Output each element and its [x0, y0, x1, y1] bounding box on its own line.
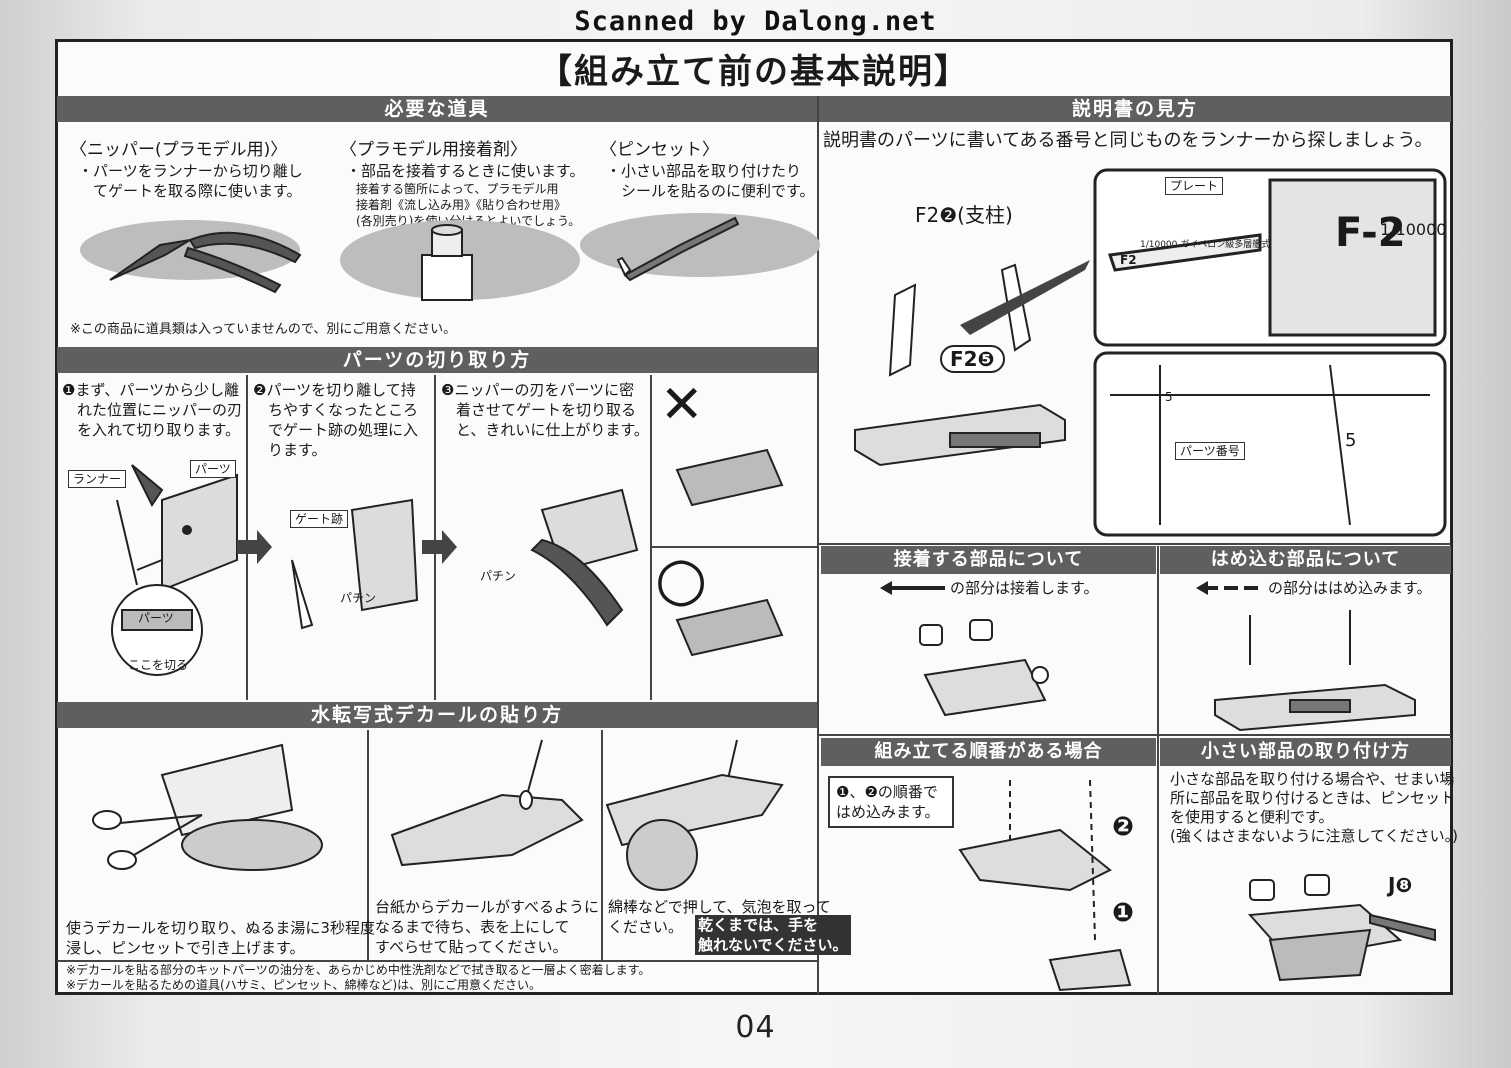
- decal-step3a: 綿棒などで押して、気泡を取って ください。: [608, 898, 831, 936]
- right-divider-2: [1157, 546, 1159, 994]
- cutting-illustrations: [111, 448, 784, 676]
- tweezers-title: 〈ピンセット〉: [600, 140, 719, 160]
- decal-note-1: ※デカールを貼る部分のキットパーツの油分を、あらかじめ中性洗剤などで拭き取ると一…: [66, 963, 651, 977]
- small-parts-illustration: [1247, 874, 1436, 982]
- label-gate: ゲート跡: [290, 510, 349, 528]
- good-example: [675, 598, 784, 657]
- manual-illustration: [854, 168, 1447, 537]
- snap-parts-desc: の部分ははめ込みます。: [1268, 579, 1432, 597]
- order-header: 組み立てる順番がある場合: [821, 738, 1156, 766]
- label-f2-pillar: F2❷(支柱): [915, 203, 1013, 227]
- right-divider-1: [819, 543, 1451, 545]
- page-number: 04: [735, 1010, 776, 1045]
- plate-scale: 1/10000: [1380, 220, 1447, 239]
- page-title: 【組み立て前の基本説明】: [538, 52, 970, 92]
- order-number-2: ❷: [1112, 812, 1135, 842]
- bad-example: [675, 448, 784, 507]
- nipper-icon: [109, 231, 302, 294]
- decal-step2: [390, 793, 584, 867]
- tools-note: ※この商品に道具類は入っていませんので、別にご用意ください。: [70, 322, 457, 337]
- label-parts: パーツ: [190, 460, 236, 478]
- cut-step3: ❸ニッパーの刃をパーツに密 着させてゲートを切り取る と、きれいに仕上がります。: [441, 381, 649, 439]
- label-parts-inset: パーツ: [138, 611, 174, 625]
- decal-illustrations: [92, 739, 784, 891]
- nipper-desc: ・パーツをランナーから切り離し てゲートを取る際に使います。: [78, 162, 303, 200]
- scissors-icon: [92, 810, 203, 870]
- snap-parts-header: はめ込む部品について: [1160, 546, 1451, 574]
- manual-desc: 説明書のパーツに書いてある番号と同じものをランナーから探しましょう。: [823, 130, 1433, 151]
- stand-drawing: [854, 263, 1066, 467]
- snap-drawing: [1214, 610, 1416, 732]
- cut-step1: ❶まず、パーツから少し離 れた位置にニッパーの刃 を入れて切り取ります。: [62, 381, 243, 439]
- decal-step1: 使うデカールを切り取り、ぬるま湯に3秒程度 浸し、ピンセットで引き上げます。: [66, 919, 375, 957]
- order-illustration: [958, 779, 1132, 992]
- glue-bottle-icon: [421, 224, 473, 301]
- step-arrow-icon: [237, 530, 457, 564]
- order-drawing: [958, 779, 1132, 992]
- label-j8: J❽: [1388, 873, 1413, 897]
- nipper-title: 〈ニッパー(プラモデル用)〉: [70, 140, 288, 160]
- tweezers-icon: [616, 216, 740, 282]
- zoom-frame-plate: [1093, 168, 1447, 347]
- plate-big-code: F-2: [1335, 210, 1406, 256]
- good-mark-icon: ○: [655, 544, 708, 614]
- pointer-arrow-icon: [960, 260, 1090, 335]
- decal-divider-2: [601, 730, 603, 960]
- order-desc: ❶、❷の順番で はめ込みます。: [828, 776, 954, 828]
- glue-drawing: [919, 619, 1049, 717]
- cut-divider-1: [246, 375, 248, 700]
- cut-divider-2: [434, 375, 436, 700]
- label-part-number: パーツ番号: [1175, 442, 1245, 460]
- tweezers-icon: [1369, 913, 1436, 942]
- decal-step3b: 乾くまでは、手を 触れないでください。: [695, 915, 851, 955]
- small-parts-desc: 小さな部品を取り付ける場合や、せまい場 所に部品を取り付けるときは、ピンセット …: [1170, 770, 1459, 845]
- decal-note-2: ※デカールを貼るための道具(ハサミ、ピンセット、綿棒など)は、別にご用意ください…: [66, 978, 541, 992]
- label-plate: プレート: [1165, 177, 1224, 195]
- order-number-1: ❶: [1112, 898, 1135, 928]
- column-divider: [817, 96, 819, 994]
- sfx-snap-1: パチン: [340, 591, 377, 605]
- glue-desc: ・部品を接着するときに使います。: [346, 162, 585, 180]
- label-runner: ランナー: [68, 470, 127, 488]
- decal-header: 水転写式デカールの貼り方: [57, 702, 817, 728]
- cut-divider-3: [650, 375, 652, 700]
- cut-divider-4: [652, 546, 817, 548]
- plate-text: 1/10000 ガイペロン級多層艦式: [1140, 240, 1271, 250]
- glue-parts-desc: の部分は接着します。: [950, 579, 1099, 597]
- glue-parts-header: 接着する部品について: [821, 546, 1156, 574]
- step2-drawing: [291, 498, 419, 630]
- snap-arrow-icon: [1196, 581, 1258, 595]
- runner-number-2: 5: [1345, 430, 1357, 451]
- decal-divider-1: [367, 730, 369, 960]
- decal-divider-bottom: [57, 960, 817, 962]
- glue-snap-illustrations: [919, 610, 1416, 732]
- tools-illustrations: [80, 213, 820, 301]
- manual-header: 説明書の見方: [819, 96, 1451, 122]
- decal-step2: 台紙からデカールがすべるように なるまで待ち、表を上にして すべらせて貼ってくだ…: [375, 898, 599, 956]
- glue-arrow-icon: [880, 581, 945, 595]
- cutting-header: パーツの切り取り方: [57, 347, 817, 373]
- glue-title: 〈プラモデル用接着剤〉: [340, 140, 527, 160]
- runner-number-1: 5: [1165, 390, 1173, 404]
- tools-header: 必要な道具: [57, 96, 817, 122]
- decal-sheet: [160, 743, 323, 871]
- zoom-frame-runner: [1093, 351, 1447, 537]
- label-cut-here: ここを切る: [128, 658, 189, 672]
- decal-step3: [605, 773, 784, 891]
- label-f2-5: F2❺: [940, 345, 1005, 373]
- sfx-snap-2: パチン: [480, 569, 517, 583]
- right-divider-3: [819, 734, 1451, 736]
- step1-drawing: [111, 464, 238, 676]
- plate-code: F2: [1120, 253, 1137, 267]
- cut-step2: ❷パーツを切り離して持 ちやすくなったところ でゲート跡の処理に入 ります。: [253, 381, 419, 459]
- watermark: Scanned by Dalong.net: [574, 6, 937, 37]
- small-parts-header: 小さい部品の取り付け方: [1160, 738, 1451, 766]
- tweezers-desc: ・小さい部品を取り付けたり シールを貼るのに便利です。: [606, 162, 815, 200]
- step3-drawing: [530, 488, 639, 627]
- bad-mark-icon: ✕: [660, 375, 704, 435]
